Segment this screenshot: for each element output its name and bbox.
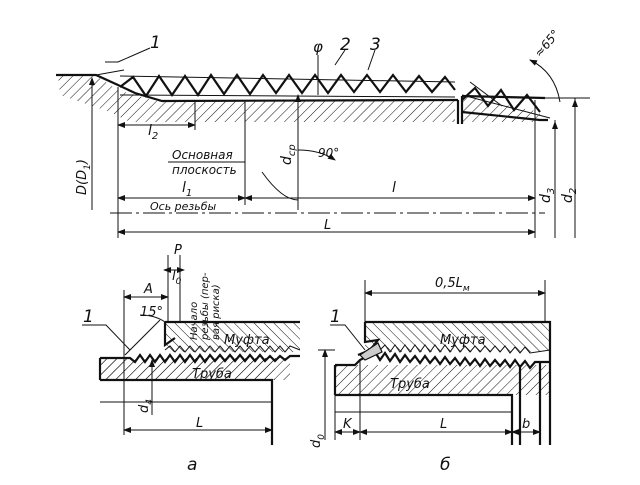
dcp-label: dср [279, 144, 298, 165]
basic-plane-label-1: Основная [172, 148, 233, 162]
detail-b-L: L [440, 417, 447, 432]
detail-a-coupling: Муфта [224, 333, 270, 348]
top-hatch-right [462, 96, 540, 122]
top-thread-teeth [119, 73, 456, 98]
thread-axis-label: Ось резьбы [150, 200, 217, 213]
detail-a-L: L [196, 416, 203, 431]
detail-b: 1 0,5Lм Муфта Труба d0 K L b б [309, 276, 552, 475]
detail-a-P: P [174, 243, 182, 258]
callout-1: 1 [150, 33, 161, 53]
phi-label: φ [313, 38, 323, 56]
detail-b-pipe: Труба [390, 377, 430, 392]
top-drawing: 1 2 3 φ ≈65° 90° l2 l1 l L Основная плос… [56, 27, 590, 238]
detail-a-angle15: 15° [140, 305, 163, 320]
callout-2: 2 [340, 35, 351, 55]
detail-a: 1 P l0 A 15° Начало резьбы (пер- вая рис… [82, 243, 301, 475]
detail-a-callout-1: 1 [83, 307, 94, 327]
detail-a-A: A [143, 282, 153, 297]
detail-b-coupling: Муфта [440, 333, 486, 348]
detail-a-start-note-1: Начало [189, 302, 200, 340]
detail-a-caption: а [187, 455, 197, 475]
l1-label: l1 [182, 180, 192, 199]
angle-65-label: ≈65° [532, 27, 563, 60]
detail-b-d0: d0 [309, 434, 327, 448]
top-hatch-body [58, 75, 455, 122]
detail-b-caption: б [440, 455, 450, 475]
detail-b-half-Lm: 0,5Lм [435, 276, 470, 294]
detail-b-b: b [522, 417, 530, 432]
d2-label: d2 [560, 188, 579, 203]
detail-a-start-note-3: вая риска) [211, 284, 222, 340]
basic-plane-label-2: плоскость [172, 163, 237, 177]
detail-b-K: K [343, 417, 353, 432]
l-label: l [392, 180, 396, 196]
top-outline [56, 73, 459, 103]
l2-label: l2 [148, 123, 158, 142]
detail-a-l0: l0 [172, 269, 182, 287]
D-label: D(D1) [75, 159, 93, 195]
detail-a-d4: d4 [137, 399, 155, 413]
L-label: L [324, 218, 331, 233]
detail-a-pipe: Труба [192, 367, 232, 382]
detail-a-start-note-2: резьбы (пер- [199, 272, 211, 341]
d3-label: d3 [538, 188, 557, 203]
detail-b-callout-1: 1 [330, 307, 341, 327]
callout-3: 3 [370, 35, 381, 55]
angle-90-label: 90° [318, 146, 339, 160]
